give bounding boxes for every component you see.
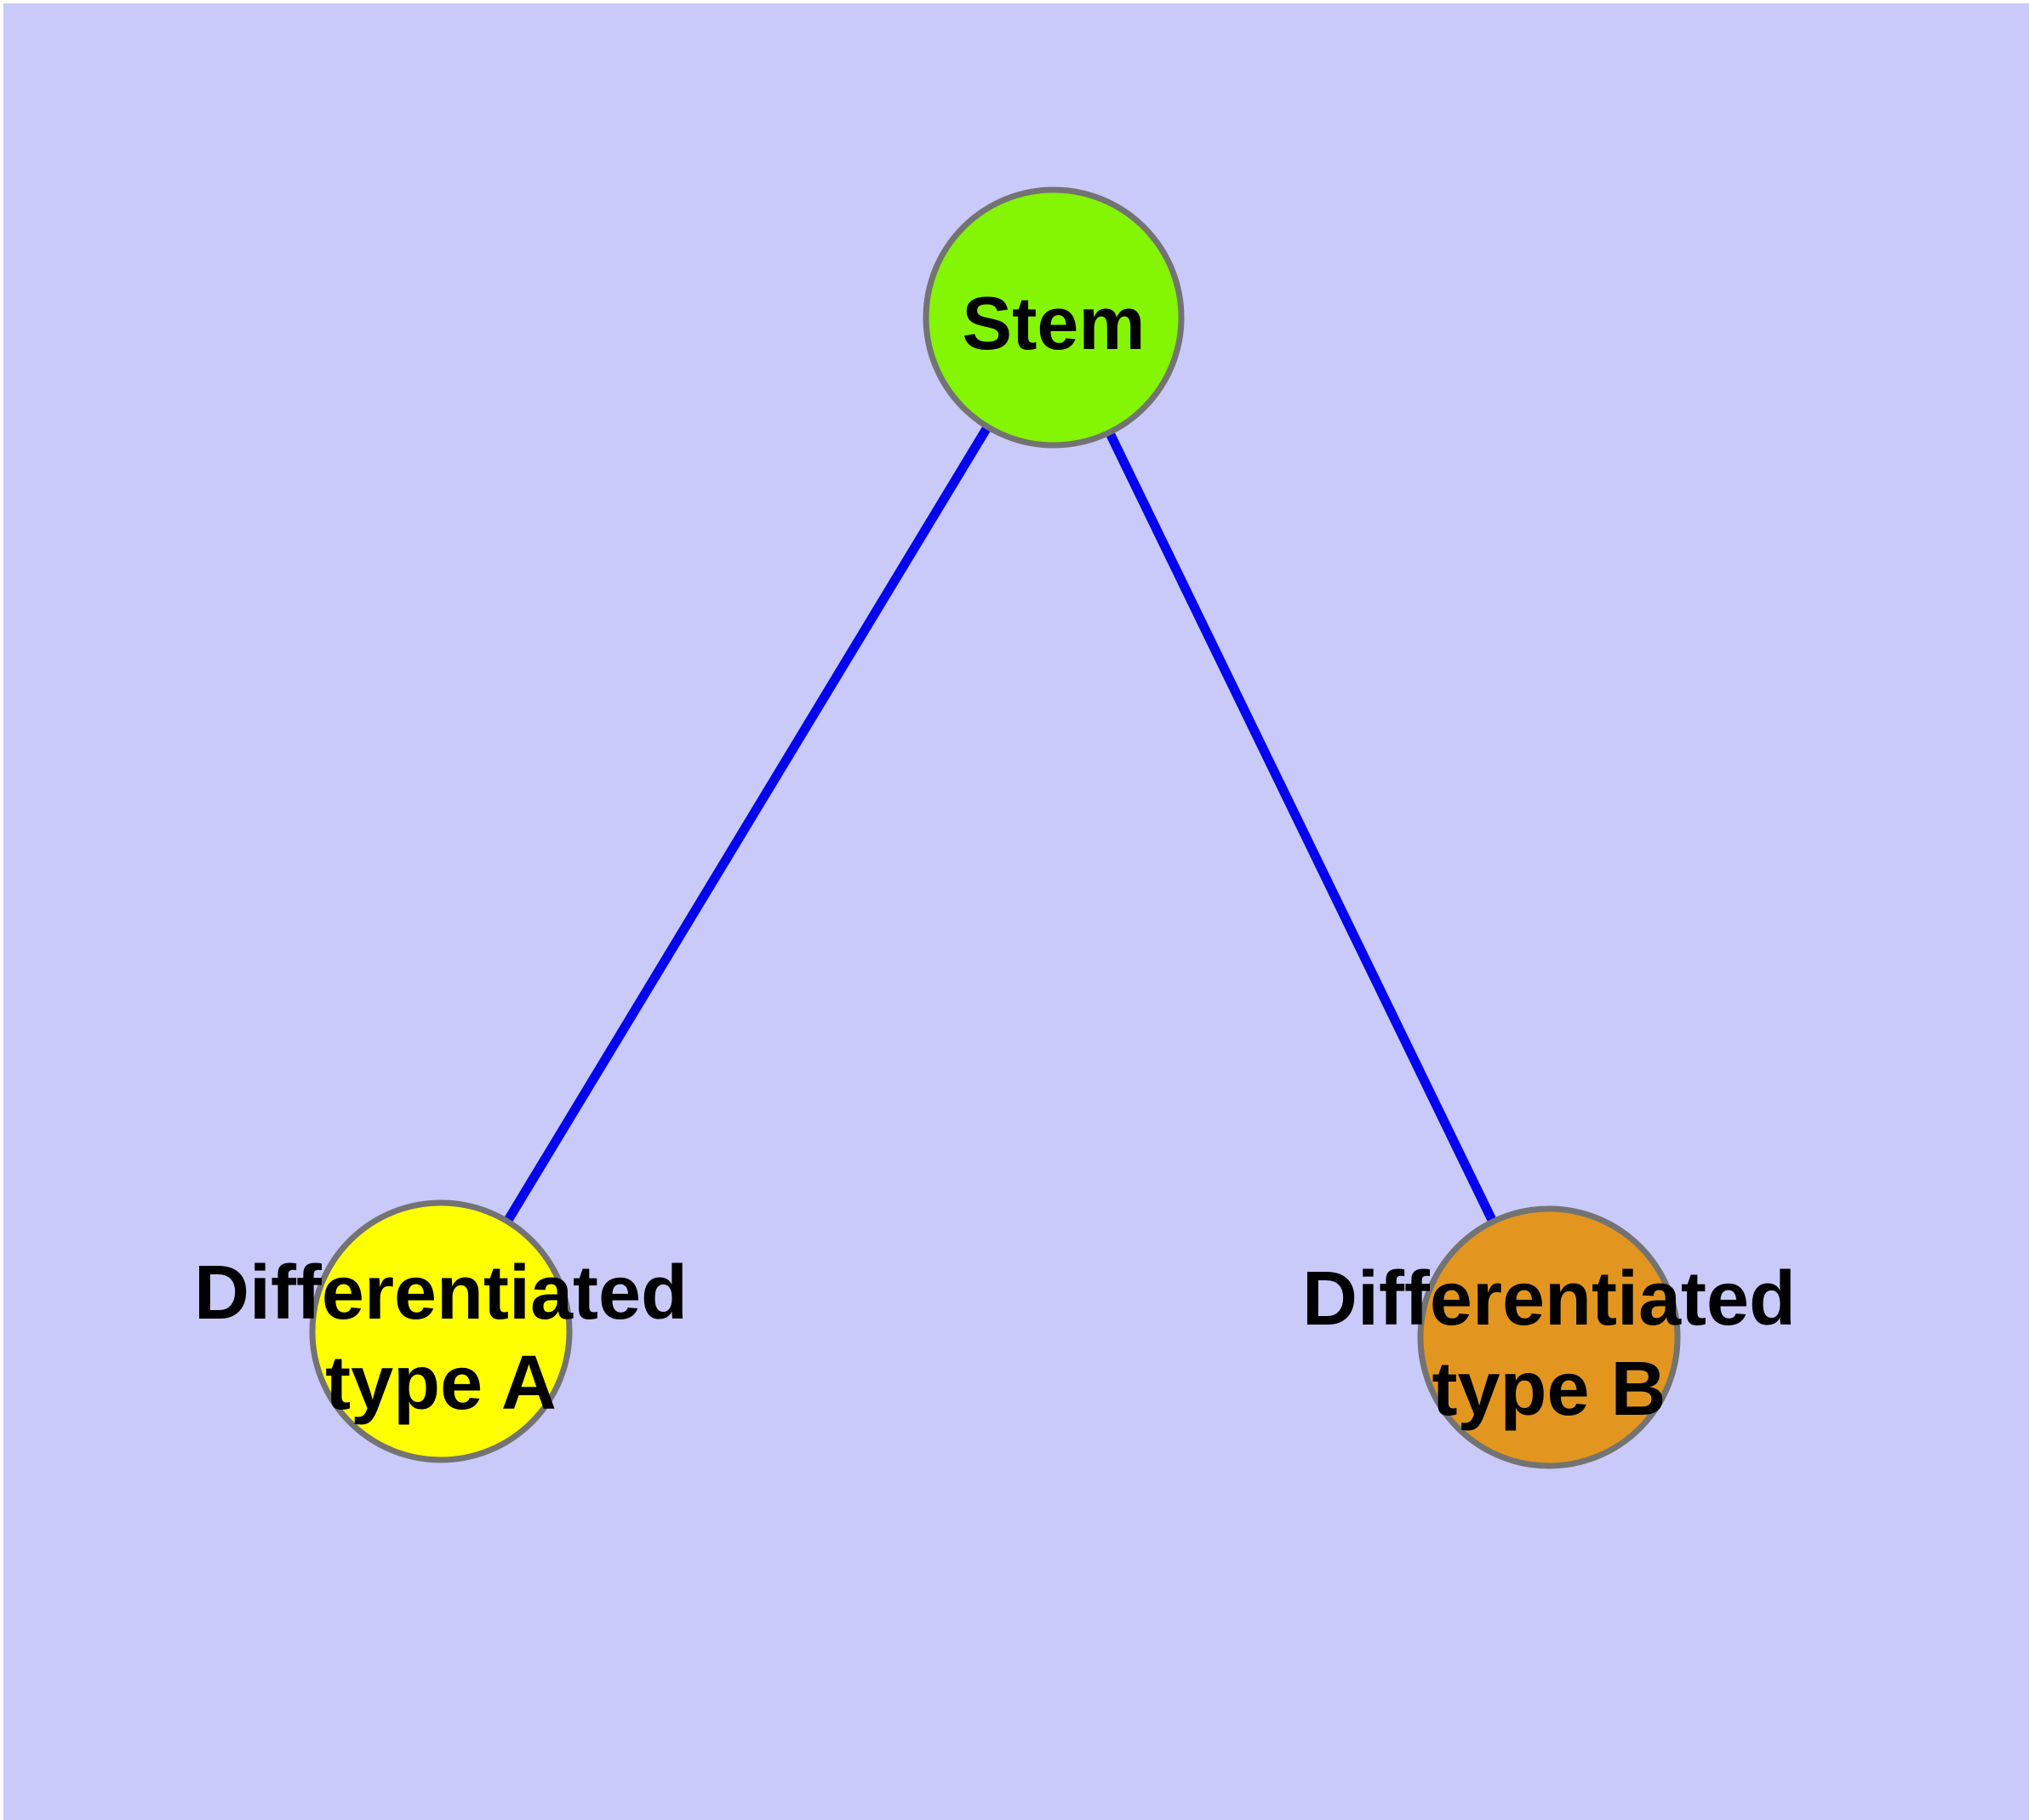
edge-stem-type-a <box>437 315 1058 1334</box>
node-label-type-a-line1: Differentiated <box>194 1251 688 1336</box>
node-differentiated-type-b <box>1417 1205 1681 1469</box>
node-group <box>309 186 1681 1469</box>
node-label-stem: Stem <box>962 281 1145 365</box>
node-label-type-a-line2: type A <box>325 1341 557 1426</box>
node-label-type-b-line1: Differentiated <box>1302 1256 1796 1342</box>
label-group: Stem Differentiated type A Differentiate… <box>194 281 1796 1432</box>
node-label-type-b-line2: type B <box>1432 1347 1666 1432</box>
node-differentiated-type-a <box>309 1199 573 1463</box>
edge-group <box>437 315 1553 1340</box>
node-stem <box>923 186 1185 449</box>
edge-stem-type-b <box>1049 315 1553 1340</box>
